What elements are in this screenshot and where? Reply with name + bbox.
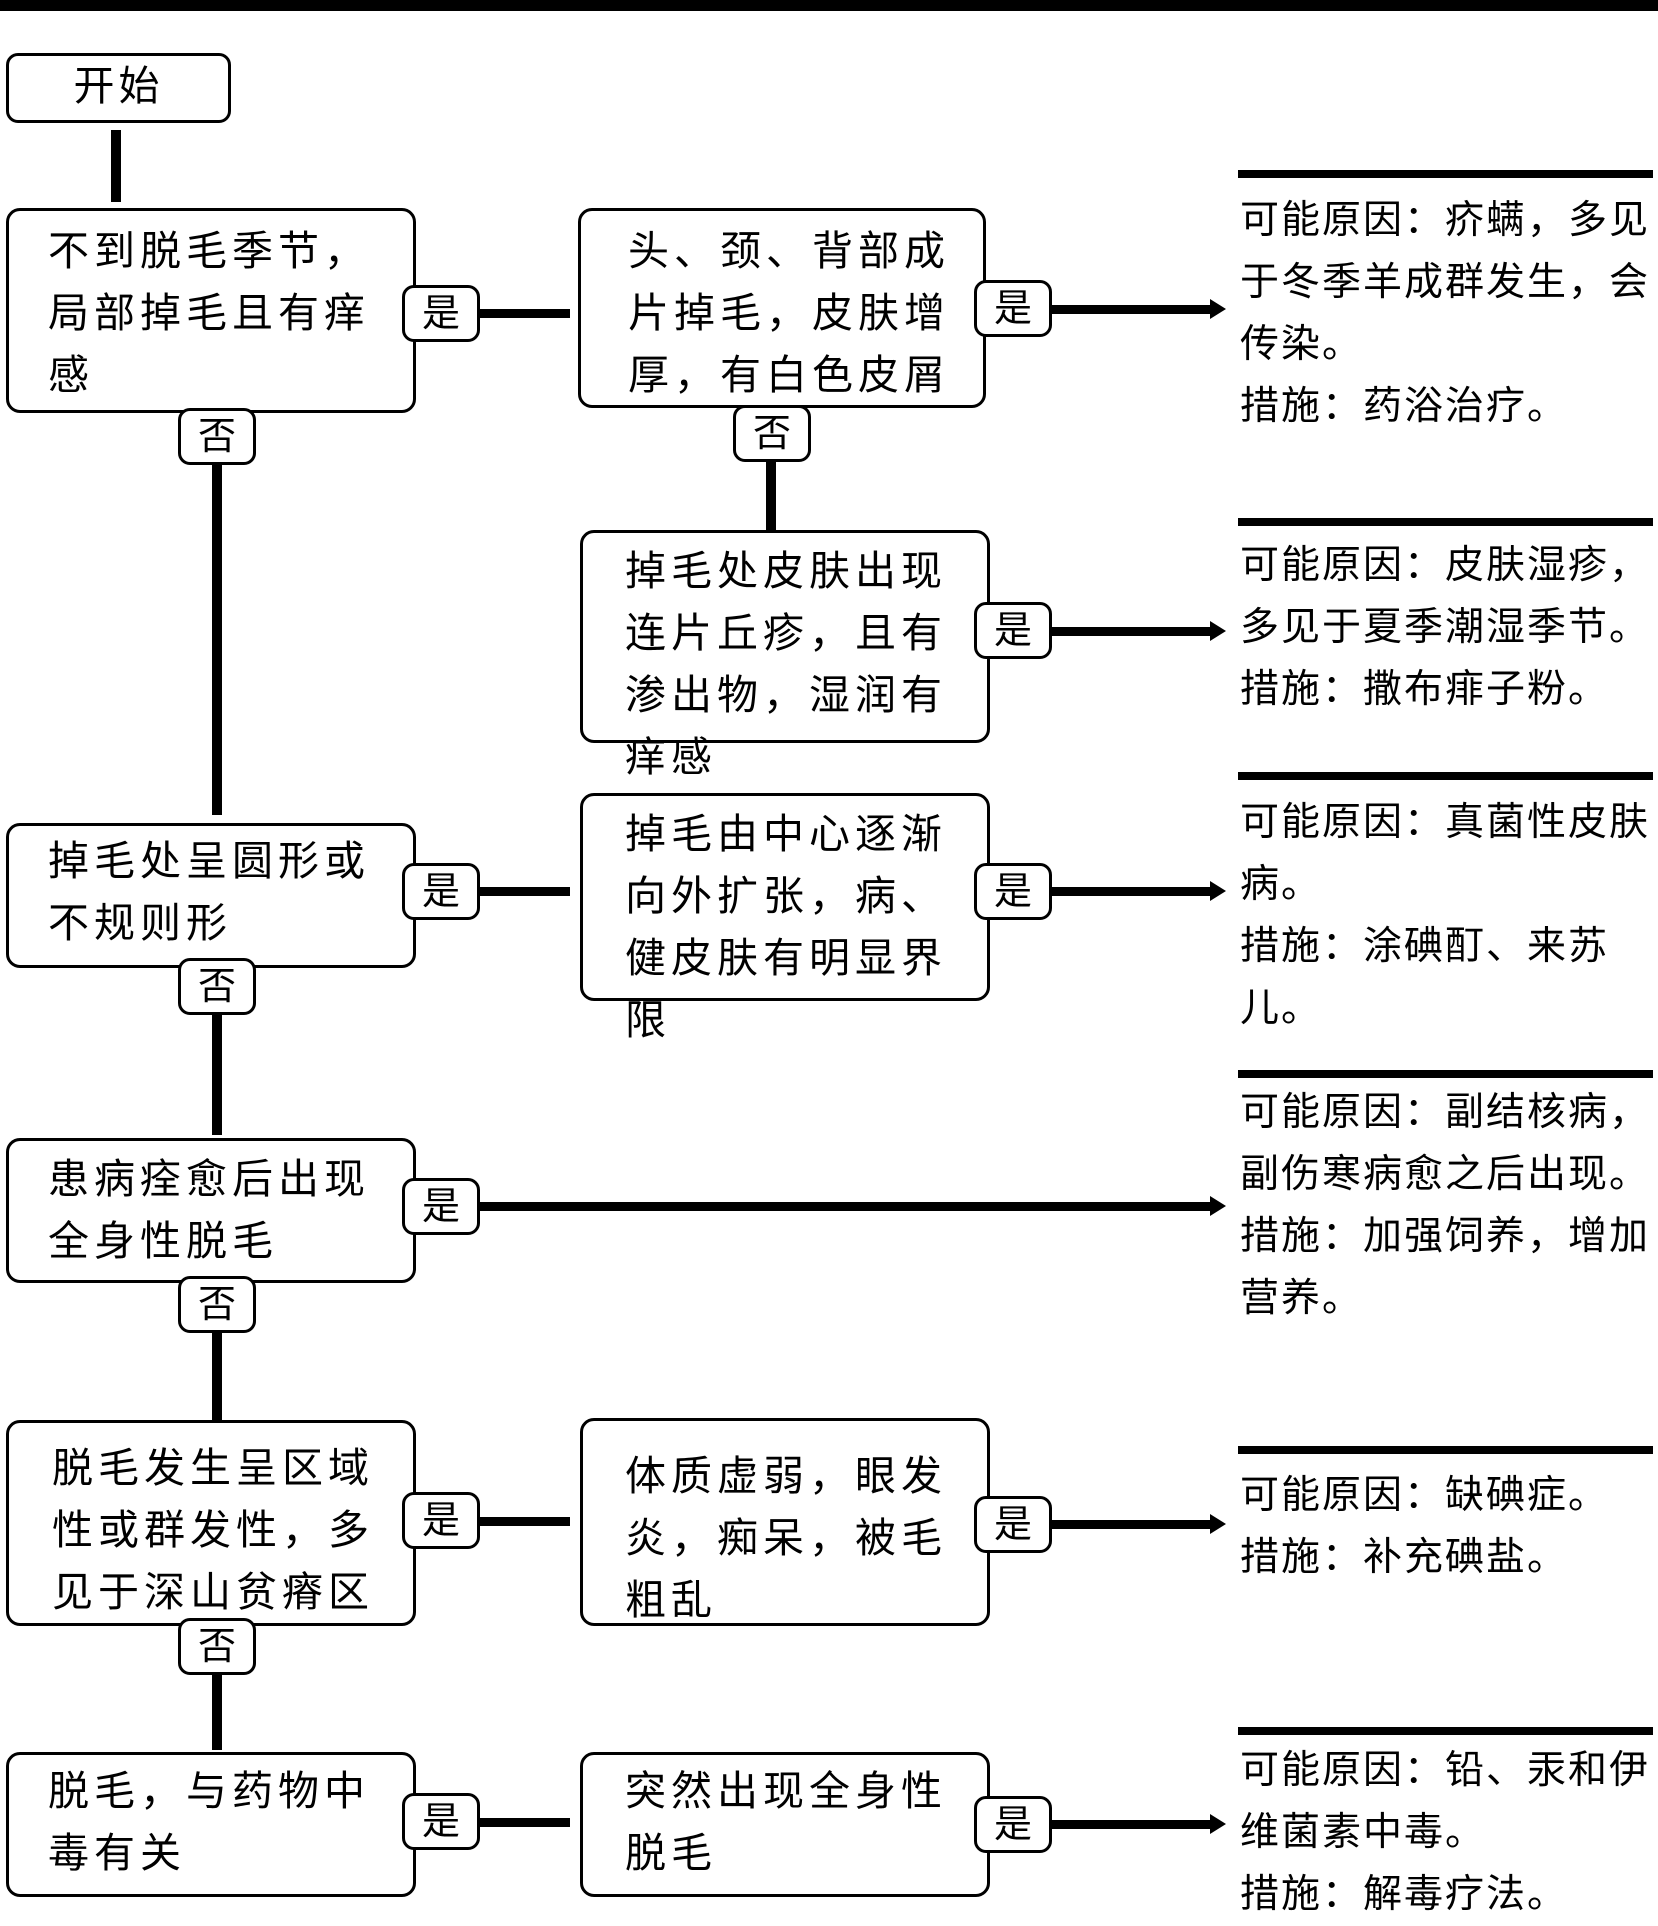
main-check-2-text: 掉毛处呈圆形或不规则形 <box>48 837 370 947</box>
start-node <box>6 53 231 123</box>
result-4-cause: 可能原因：副结核病，副伤寒病愈之后出现。 <box>1240 1090 1651 1197</box>
arrow-sub3-result3 <box>1210 881 1226 901</box>
sub-check-3-text: 掉毛由中心逐渐向外扩张，病、健皮肤有明显界限 <box>625 810 947 1044</box>
main-check-4-text: 脱毛发生呈区域性或群发性，多见于深山贫瘠区 <box>52 1444 374 1616</box>
connector-sub3-result3 <box>1052 887 1210 896</box>
no-tag: 否 <box>178 1618 256 1675</box>
yes-tag: 是 <box>974 1496 1052 1553</box>
sub-check-2-text: 掉毛处皮肤出现连片丘疹，且有渗出物，湿润有痒感 <box>625 547 947 781</box>
start-label: 开始 <box>73 62 164 110</box>
result-6-cause: 可能原因：铅、汞和伊维菌素中毒。 <box>1240 1748 1651 1855</box>
sub-check-3 <box>580 793 990 1001</box>
no-tag: 否 <box>178 408 256 465</box>
no-tag: 否 <box>178 958 256 1015</box>
yes-tag: 是 <box>974 863 1052 920</box>
sub-check-5 <box>580 1752 990 1897</box>
connector-sub1-result1 <box>1052 305 1210 314</box>
arrow-sub5-result6 <box>1210 1814 1226 1834</box>
main-check-4 <box>6 1420 416 1626</box>
arrow-sub4-result5 <box>1210 1514 1226 1534</box>
connector-main2-sub3 <box>470 887 570 896</box>
result-6-rule <box>1238 1727 1653 1735</box>
no-tag: 否 <box>733 405 811 462</box>
result-2: 可能原因：皮肤湿疹，多见于夏季潮湿季节。 措施：撒布痱子粉。 <box>1240 535 1658 721</box>
yes-tag: 是 <box>402 1178 480 1235</box>
sub-check-1-text: 头、颈、背部成片掉毛，皮肤增厚，有白色皮屑 <box>628 227 950 399</box>
result-2-measure: 措施：撒布痱子粉。 <box>1240 667 1610 712</box>
yes-tag: 是 <box>402 285 480 342</box>
sub-check-5-text: 突然出现全身性脱毛 <box>625 1767 947 1877</box>
result-2-cause: 可能原因：皮肤湿疹，多见于夏季潮湿季节。 <box>1240 543 1651 650</box>
no-tag: 否 <box>178 1276 256 1333</box>
result-6-measure: 措施：解毒疗法。 <box>1240 1872 1569 1917</box>
connector-main1-sub1 <box>470 309 570 318</box>
sub-check-4-text: 体质虚弱，眼发炎，痴呆，被毛粗乱 <box>625 1452 947 1624</box>
connector-sub1-sub2 <box>766 405 776 530</box>
top-rule <box>0 0 1658 11</box>
result-1: 可能原因：疥螨，多见于冬季羊成群发生，会传染。 措施：药浴治疗。 <box>1240 190 1658 438</box>
connector-main3-result4 <box>470 1202 1210 1211</box>
main-check-5-text: 脱毛，与药物中毒有关 <box>48 1767 370 1877</box>
yes-tag: 是 <box>974 280 1052 337</box>
connector-start-main1 <box>111 130 121 202</box>
yes-tag: 是 <box>974 1796 1052 1853</box>
result-4-measure: 措施：加强饲养，增加营养。 <box>1240 1214 1651 1321</box>
connector-main4-sub4 <box>470 1517 570 1526</box>
arrow-sub1-result1 <box>1210 299 1226 319</box>
connector-sub4-result5 <box>1052 1520 1210 1529</box>
main-check-1 <box>6 208 416 413</box>
connector-main3-main4 <box>212 1280 222 1420</box>
connector-sub2-result2 <box>1052 627 1210 636</box>
sub-check-4 <box>580 1418 990 1626</box>
main-check-5 <box>6 1752 416 1897</box>
result-5-rule <box>1238 1446 1653 1454</box>
arrow-sub2-result2 <box>1210 621 1226 641</box>
arrow-main3-result4 <box>1210 1196 1226 1216</box>
connector-main4-main5 <box>212 1620 222 1750</box>
result-3-rule <box>1238 772 1653 780</box>
main-check-1-text: 不到脱毛季节，局部掉毛且有痒感 <box>48 227 370 399</box>
result-1-measure: 措施：药浴治疗。 <box>1240 384 1569 429</box>
result-5-cause: 可能原因：缺碘症。 <box>1240 1473 1610 1518</box>
result-1-rule <box>1238 170 1653 178</box>
result-3: 可能原因：真菌性皮肤病。 措施：涂碘酊、来苏儿。 <box>1240 792 1658 1040</box>
yes-tag: 是 <box>974 602 1052 659</box>
result-1-cause: 可能原因：疥螨，多见于冬季羊成群发生，会传染。 <box>1240 198 1651 367</box>
connector-main5-sub5 <box>470 1818 570 1827</box>
sub-check-1 <box>578 208 986 408</box>
sub-check-2 <box>580 530 990 743</box>
connector-main2-main3 <box>212 960 222 1135</box>
result-6: 可能原因：铅、汞和伊维菌素中毒。 措施：解毒疗法。 <box>1240 1740 1658 1926</box>
result-3-measure: 措施：涂碘酊、来苏儿。 <box>1240 924 1610 1031</box>
yes-tag: 是 <box>402 1793 480 1850</box>
result-5: 可能原因：缺碘症。 措施：补充碘盐。 <box>1240 1465 1658 1589</box>
yes-tag: 是 <box>402 863 480 920</box>
result-2-rule <box>1238 518 1653 526</box>
yes-tag: 是 <box>402 1492 480 1549</box>
main-check-3-text: 患病痊愈后出现全身性脱毛 <box>48 1155 370 1265</box>
connector-sub5-result6 <box>1052 1820 1210 1829</box>
result-3-cause: 可能原因：真菌性皮肤病。 <box>1240 800 1651 907</box>
result-5-measure: 措施：补充碘盐。 <box>1240 1535 1569 1580</box>
result-4: 可能原因：副结核病，副伤寒病愈之后出现。 措施：加强饲养，增加营养。 <box>1240 1082 1658 1330</box>
result-4-rule <box>1238 1070 1653 1078</box>
connector-main1-main2 <box>212 410 222 815</box>
